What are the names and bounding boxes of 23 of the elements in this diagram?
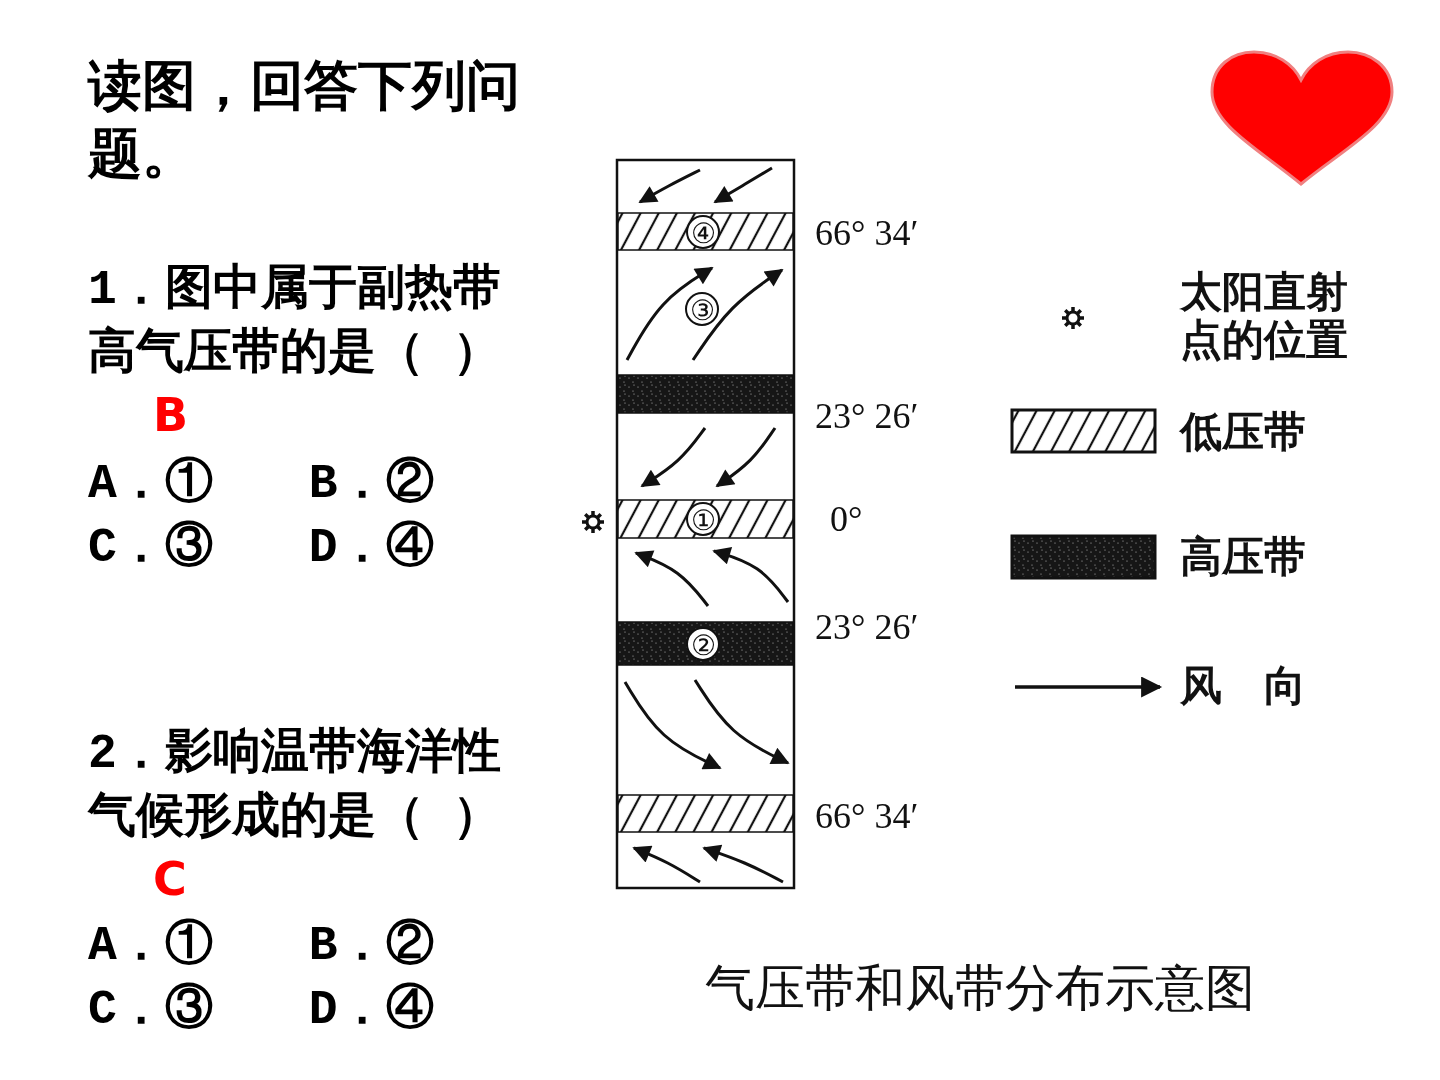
- title: 读图，回答下列问题。: [88, 53, 521, 187]
- latitude-label: 66° 34′: [815, 795, 919, 837]
- answer-mark: C: [153, 852, 187, 906]
- question-text: 2．影响温带海洋性气候形成的是（ ）: [88, 725, 502, 847]
- legend-label: 低压带: [1180, 408, 1307, 456]
- answer-mark: B: [153, 388, 189, 442]
- question-text: 1．图中属于副热带高气压带的是（ ）: [88, 261, 502, 383]
- legend-label: 高压带: [1180, 533, 1307, 581]
- caption: 气压带和风带分布示意图: [705, 959, 1255, 1018]
- legend-label: 风 向: [1180, 662, 1307, 710]
- answer-options: A．① B．② C．③ D．④: [88, 452, 540, 580]
- latitude-label: 23° 26′: [815, 395, 919, 437]
- pressure-band: [618, 375, 793, 413]
- latitude-label: 0°: [830, 498, 863, 540]
- latitude-label: 66° 34′: [815, 212, 919, 254]
- pressure-band: [618, 795, 793, 832]
- pressure-band: [618, 622, 793, 665]
- answer-options: A．① B．② C．③ D．④: [88, 914, 540, 1042]
- pressure-band: [618, 213, 793, 250]
- pressure-band: [618, 500, 793, 538]
- latitude-label: 23° 26′: [815, 606, 919, 648]
- zone-number: ③: [685, 292, 719, 326]
- legend-label: 太阳直射点的位置: [1180, 268, 1349, 364]
